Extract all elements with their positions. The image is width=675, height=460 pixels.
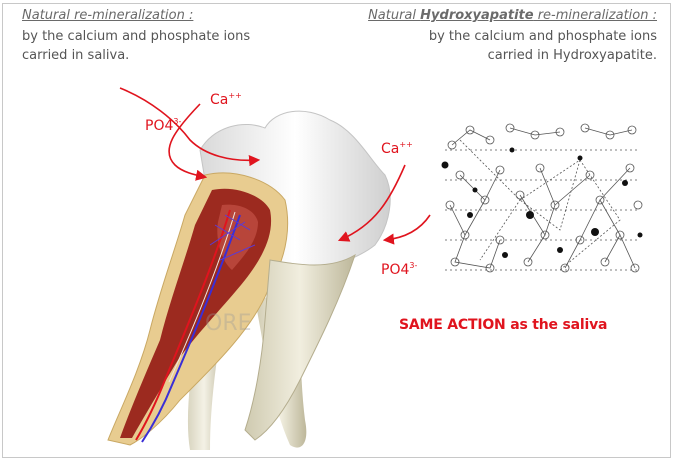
watermark: ORE <box>205 311 252 336</box>
label-ca-left-charge: ++ <box>228 91 241 100</box>
label-po4-left-text: PO4 <box>145 118 173 134</box>
label-po4-right-charge: 3- <box>409 261 417 270</box>
label-po4-left-charge: 3- <box>173 117 181 126</box>
label-po4-right: PO43- <box>381 261 417 278</box>
label-ca-right: Ca++ <box>381 140 413 157</box>
label-ca-right-charge: ++ <box>399 140 412 149</box>
arrow-right-po4 <box>385 215 430 240</box>
label-ca-right-text: Ca <box>381 141 399 157</box>
label-po4-left: PO43- <box>145 117 181 134</box>
label-ca-left: Ca++ <box>210 91 242 108</box>
label-ca-left-text: Ca <box>210 92 228 108</box>
same-action-caption: SAME ACTION as the saliva <box>399 317 607 333</box>
label-po4-right-text: PO4 <box>381 262 409 278</box>
hydroxyapatite-lattice <box>445 124 642 272</box>
arrow-left-po4 <box>169 104 205 177</box>
lattice-calcium-atoms <box>442 148 643 259</box>
